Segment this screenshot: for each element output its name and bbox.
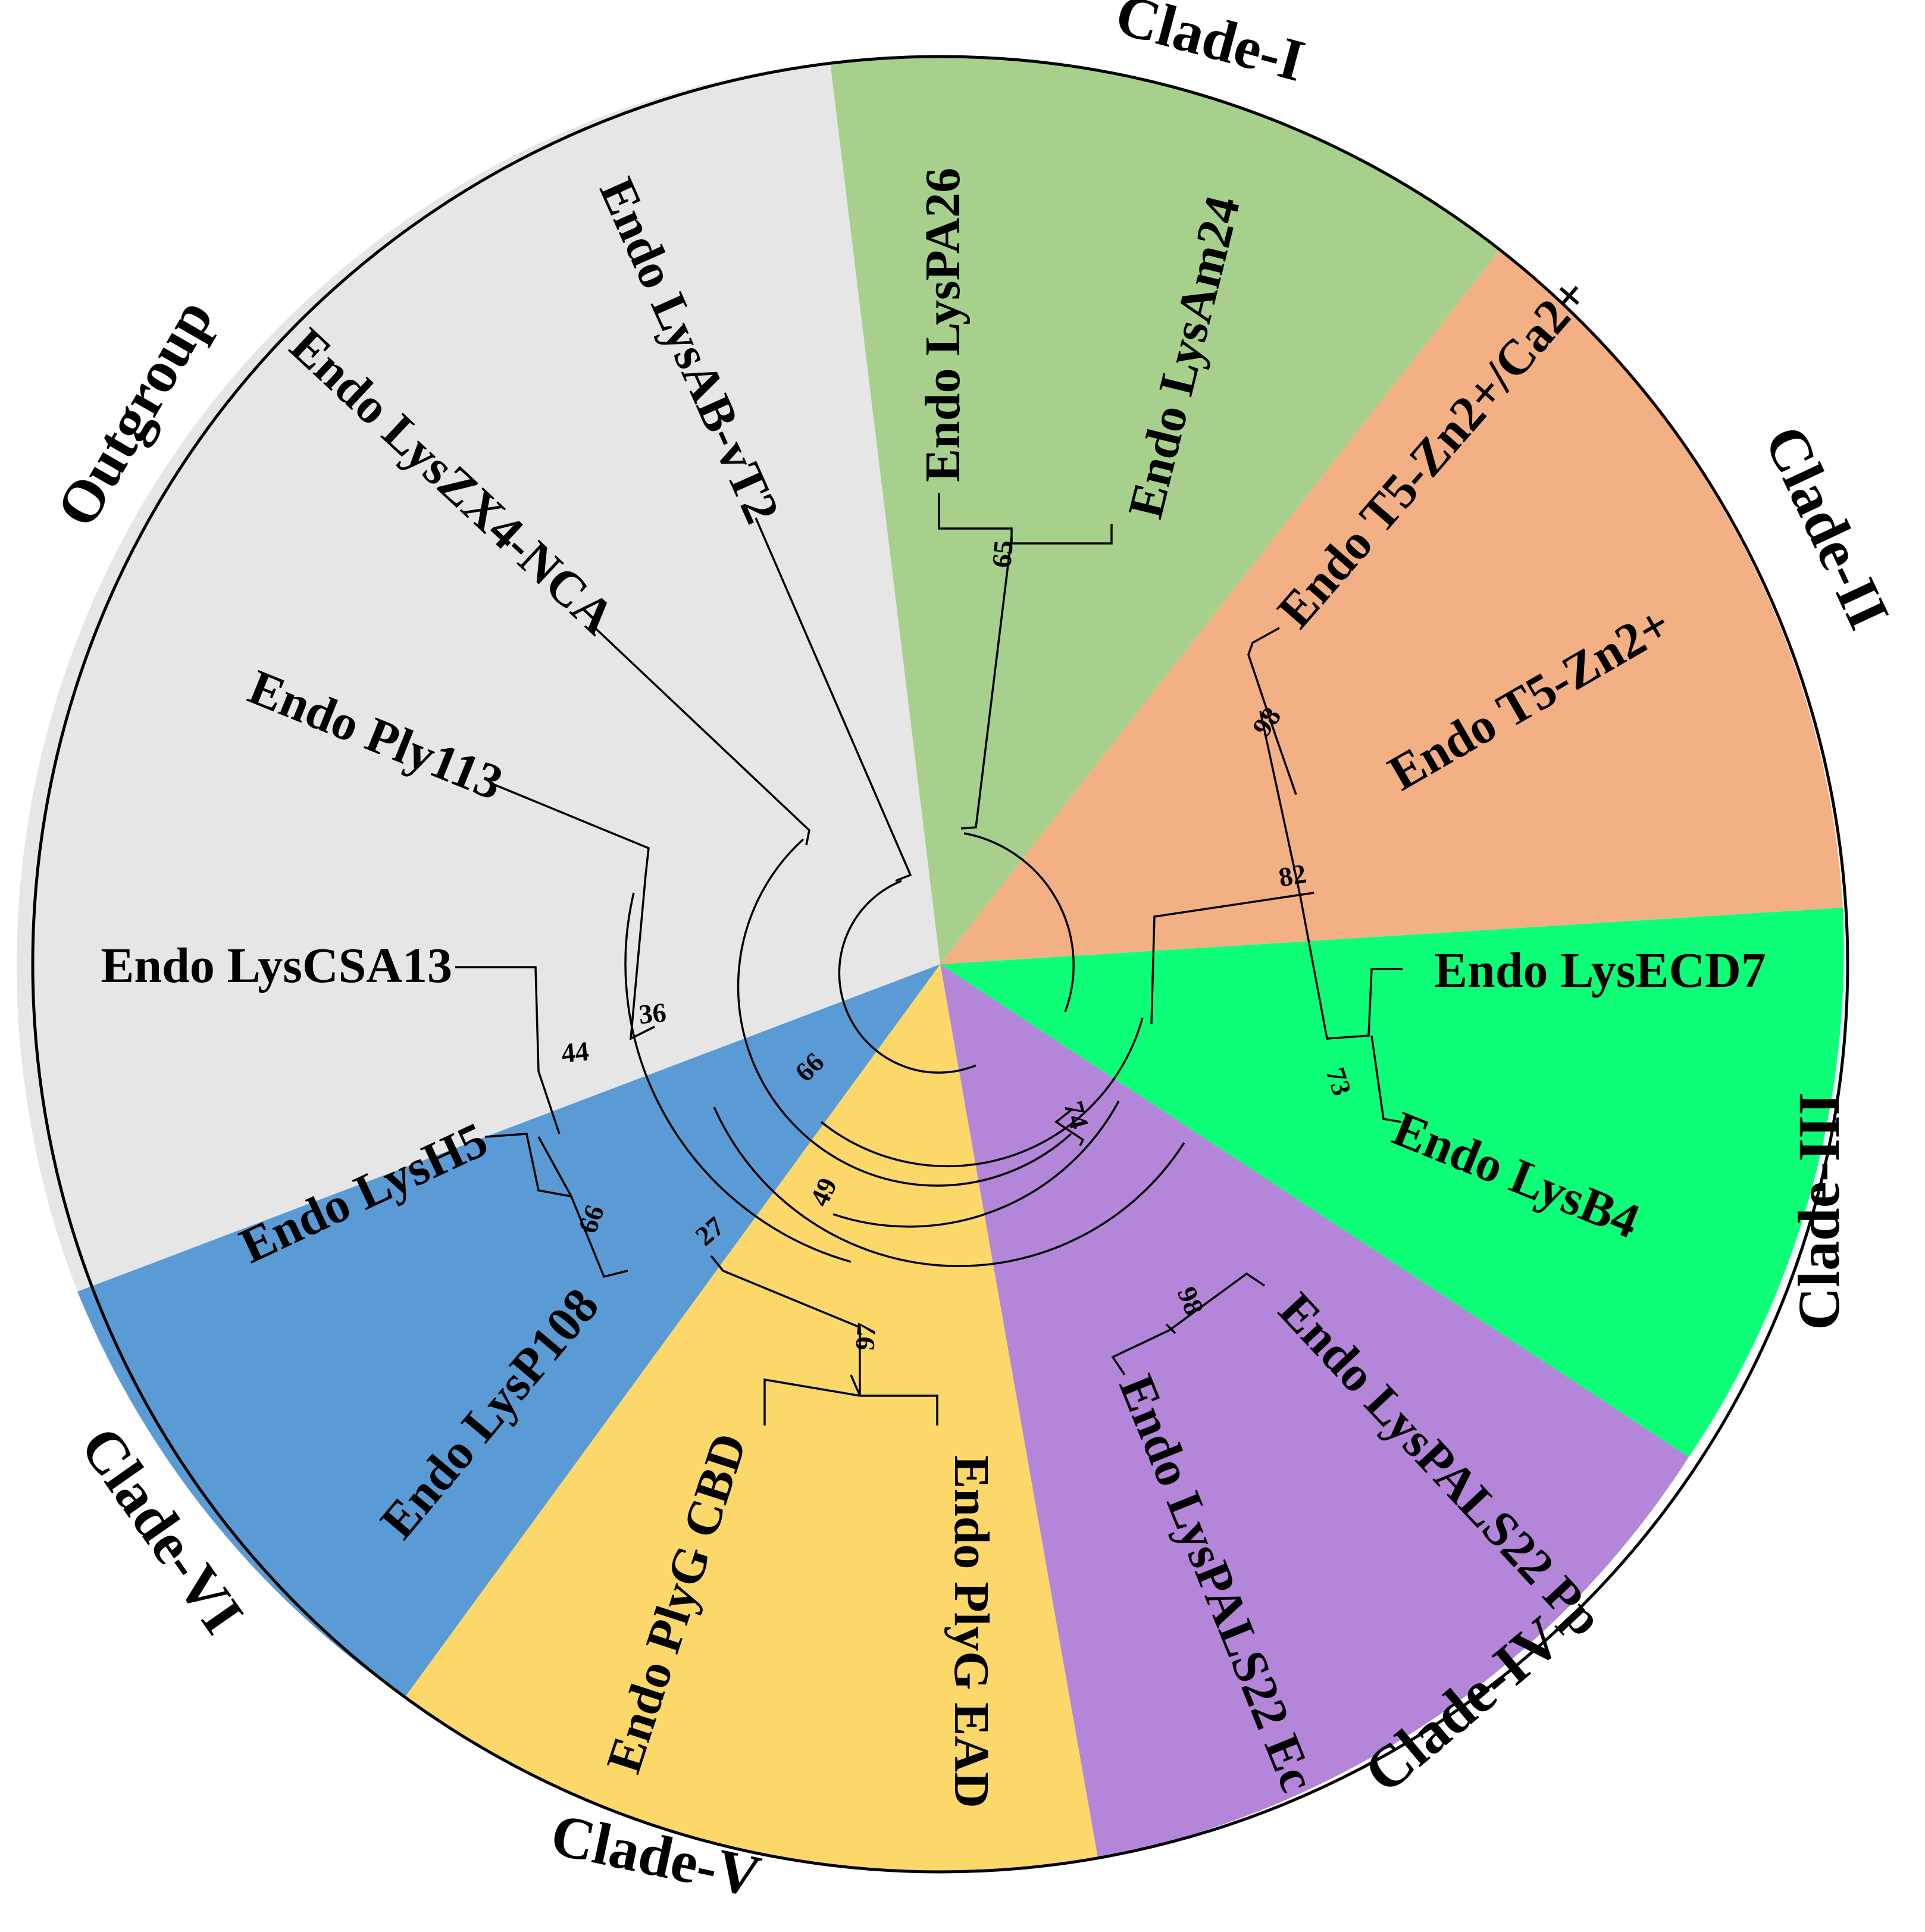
clade-iv-sector [940,964,1689,1858]
branch-clade-iv [1054,1109,1265,1375]
inner-arc-4 [624,892,852,1263]
inner-arc-6 [820,1017,1144,1168]
branch-clade-v [710,1255,938,1425]
branch-clade-vi [455,966,628,1278]
leaf-lyspa26: Endo LysPA26 [915,168,971,482]
inner-arc-7 [832,1101,1120,1228]
inner-arc-2 [737,838,1072,1187]
branch-clade-iii [1299,895,1403,1123]
clade-ii-sector [940,250,1843,964]
inner-arc-5 [713,1106,1185,1267]
tree-branches [455,493,1403,1425]
outer-circle [31,55,1849,1874]
leaf-lysecd7: Endo LysECD7 [1434,943,1766,998]
inner-arc-3 [963,832,1075,1012]
bootstrap-value: 44 [560,1036,590,1068]
leaf-plygead: Endo PlyG EAD [944,1455,999,1808]
branch-clade-i [938,493,1113,830]
branch-clade-ii [1150,627,1314,1024]
branch-outgroup [493,517,912,1040]
clade-i-sector [830,56,1500,965]
clade-v-sector [405,964,1098,1872]
clade-iii-sector [940,908,1844,1457]
bootstrap-value: 65 [986,539,1019,569]
outgroup-sector [17,62,941,1292]
clade-vi-sector [77,964,940,1697]
bootstrap-value: 97 [849,1322,882,1352]
bootstrap-value: 36 [637,997,667,1030]
bootstrap-value: 82 [1276,858,1309,893]
inner-arc-1 [838,880,976,1074]
clade-label-iii: Clade-III [1786,1092,1852,1330]
leaf-lyscsa13: Endo LysCSA13 [101,938,452,993]
clade-sectors [17,55,1849,1874]
